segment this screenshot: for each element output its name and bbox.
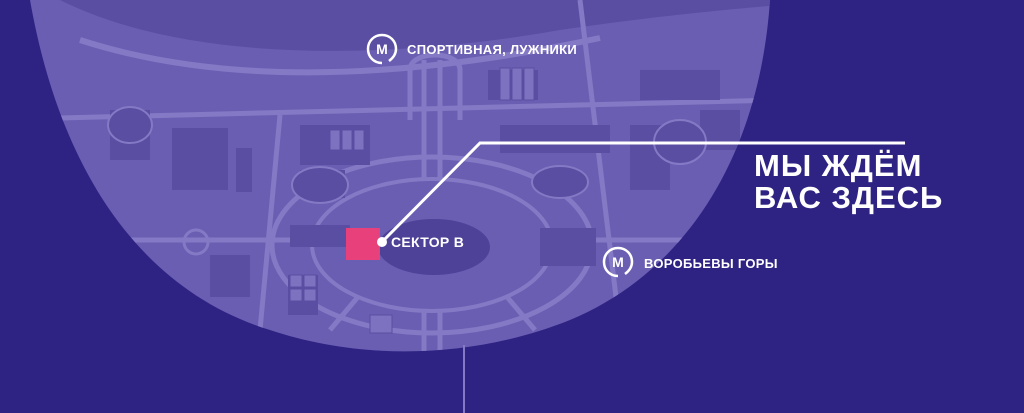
headline: МЫ ЖДЁМ ВАС ЗДЕСЬ — [754, 150, 943, 214]
sector-label: СЕКТОР B — [391, 234, 465, 250]
sector-b-highlight — [346, 228, 380, 260]
metro-m-icon: M — [602, 246, 634, 278]
pointer-line — [380, 141, 905, 244]
sector-pointer-dot — [377, 237, 387, 247]
metro-station-sportivnaya-label: СПОРТИВНАЯ, ЛУЖНИКИ — [407, 42, 578, 57]
metro-station-vorobyovy-gory-label: ВОРОБЬЕВЫ ГОРЫ — [644, 256, 778, 271]
svg-text:M: M — [612, 254, 624, 270]
svg-text:M: M — [376, 41, 388, 57]
headline-line-1: МЫ ЖДЁМ — [754, 148, 923, 183]
headline-line-2: ВАС ЗДЕСЬ — [754, 180, 944, 215]
metro-m-icon: M — [366, 33, 398, 65]
map-details — [59, 0, 770, 352]
